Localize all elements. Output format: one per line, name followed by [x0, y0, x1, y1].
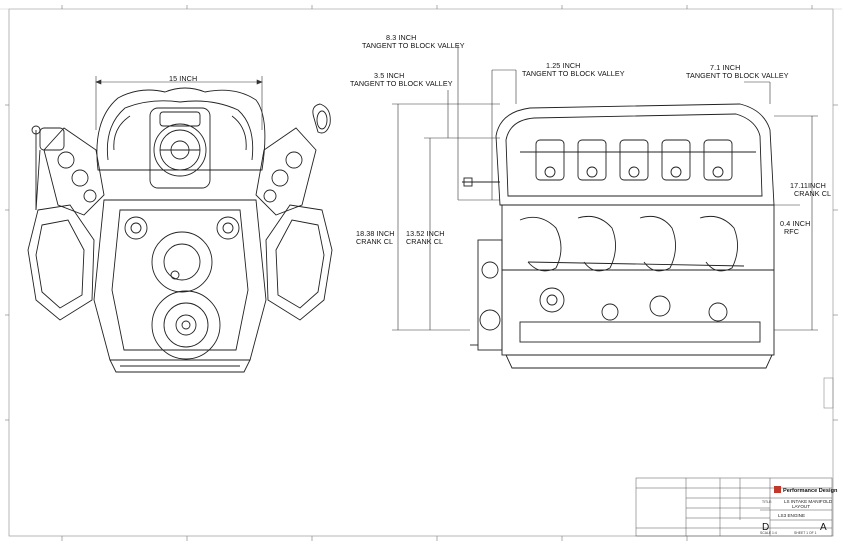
title-block: Performance Design TITLE: LS INTAKE MANI… [635, 477, 838, 537]
dimension-lines [95, 46, 818, 331]
tangent-b-label: TANGENT TO BLOCK VALLEY [350, 79, 453, 88]
side-crank-value: 17.11INCH [790, 181, 826, 190]
tangent-d-label: TANGENT TO BLOCK VALLEY [686, 71, 789, 80]
sheet-border [0, 8, 842, 537]
revision-letter: A [820, 522, 827, 533]
crank-cl-total-value: 18.38 INCH [356, 229, 395, 238]
drawing-title-line2: LAYOUT [792, 504, 810, 509]
zone-ticks [5, 5, 838, 541]
right-coil-pack [255, 103, 331, 216]
dimension-labels: 15 INCH 18.38 INCH CRANK CL 13.52 INCH C… [169, 33, 831, 246]
title-label: TITLE: [762, 500, 772, 504]
scale-label: SCALE 1:4 [760, 531, 777, 535]
rfc-value: 0.4 INCH [780, 219, 810, 228]
company-logo-text: Performance Design [783, 488, 838, 494]
exhaust-header [519, 215, 745, 272]
left-coil-pack [31, 125, 105, 216]
tangent-b-value: 3.5 INCH [374, 71, 404, 80]
front-view-engine [27, 87, 333, 373]
tangent-c-label: TANGENT TO BLOCK VALLEY [522, 69, 625, 78]
performance-design-logo-icon [774, 486, 781, 493]
tangent-c-value: 1.25 INCH [546, 61, 580, 70]
crank-cl-valley-unit: CRANK CL [406, 237, 443, 246]
tangent-a-value: 8.3 INCH [386, 33, 416, 42]
crank-cl-total-unit: CRANK CL [356, 237, 393, 246]
sheet-number-label: SHEET 1 OF 1 [794, 531, 817, 535]
engine-name: LS3 ENGINE [778, 513, 805, 518]
tangent-a-label: TANGENT TO BLOCK VALLEY [362, 41, 465, 50]
tangent-d-value: 7.1 INCH [710, 63, 740, 72]
front-width-dimension: 15 INCH [169, 74, 197, 83]
crank-cl-valley-value: 13.52 INCH [406, 229, 445, 238]
revision-note-box [823, 377, 834, 409]
fuel-injector-row [520, 139, 756, 181]
sheet-size-letter: D [762, 522, 769, 533]
side-view-engine [462, 103, 775, 369]
drawing-title-line1: LS INTAKE MANIFOLD [784, 499, 833, 504]
rfc-unit: RFC [784, 227, 799, 236]
side-crank-unit: CRANK CL [794, 189, 831, 198]
